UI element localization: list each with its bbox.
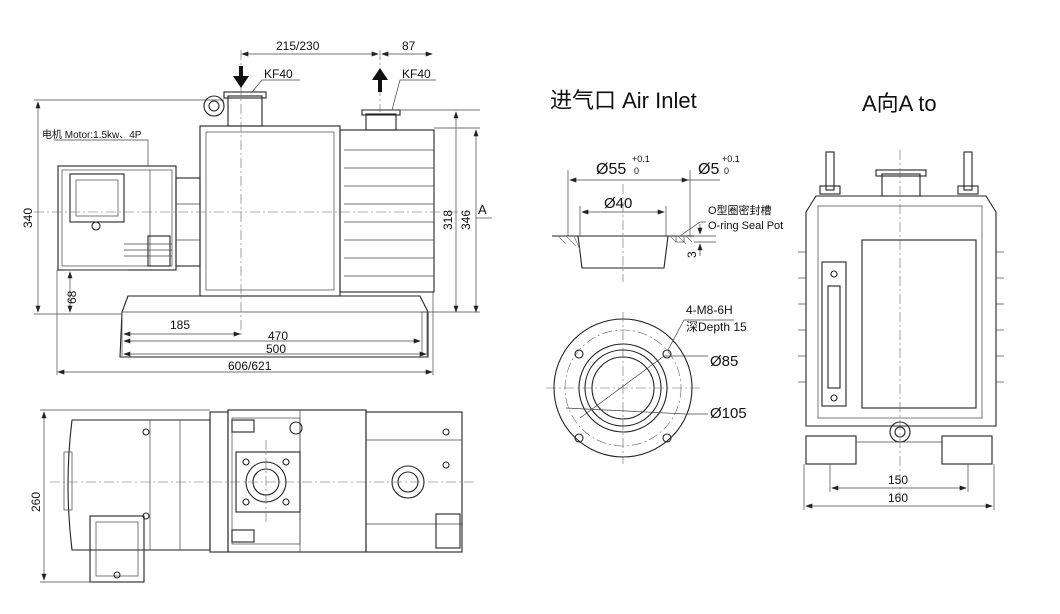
dim-160: 160 — [888, 491, 908, 505]
seal-label-en: O-ring Seal Pot — [708, 220, 783, 232]
front-view: 215/230 87 KF40 KF40 电机 Motor:1.5kw、4P 3… — [21, 39, 492, 375]
side-view-title: A向A to — [862, 91, 937, 116]
side-view: A向A to — [798, 91, 1004, 510]
dim-3: 3 — [685, 251, 699, 258]
dim-68: 68 — [65, 290, 79, 304]
dim-500: 500 — [266, 342, 286, 356]
inlet-kf-label: KF40 — [264, 67, 293, 81]
top-view: 260 — [29, 409, 475, 583]
dia-5-tol-upper: +0.1 — [722, 154, 740, 164]
motor-label: 电机 Motor:1.5kw、4P — [42, 128, 142, 141]
outlet-kf-label: KF40 — [402, 67, 431, 81]
seal-label-cn: O型圈密封槽 — [708, 203, 772, 217]
dim-318: 318 — [441, 210, 455, 230]
view-marker-a: A — [478, 202, 487, 217]
holes-depth: 深Depth 15 — [686, 320, 747, 334]
dia-105: Ø105 — [710, 405, 747, 422]
dia-55-tol-upper: +0.1 — [632, 154, 650, 164]
dim-346: 346 — [459, 210, 473, 230]
dia-55-tol-lower: 0 — [634, 166, 639, 176]
dim-606-621: 606/621 — [228, 359, 272, 373]
air-inlet-section: 进气口 Air Inlet Ø55 +0.1 0 Ø5 +0.1 0 Ø40 O… — [546, 88, 783, 464]
dia-85: Ø85 — [710, 353, 738, 370]
dim-185: 185 — [170, 318, 190, 332]
dia-5-tol-lower: 0 — [724, 166, 729, 176]
dim-87: 87 — [402, 39, 416, 53]
dim-260: 260 — [29, 492, 43, 512]
dia-55: Ø55 — [596, 161, 626, 178]
dia-5: Ø5 — [698, 161, 719, 178]
dim-470: 470 — [268, 329, 288, 343]
air-inlet-title: 进气口 Air Inlet — [550, 88, 697, 113]
dia-40: Ø40 — [604, 195, 632, 212]
dim-215-230: 215/230 — [276, 39, 320, 53]
dim-150: 150 — [888, 473, 908, 487]
holes-spec: 4-M8-6H — [686, 303, 733, 317]
dim-340: 340 — [21, 208, 35, 228]
